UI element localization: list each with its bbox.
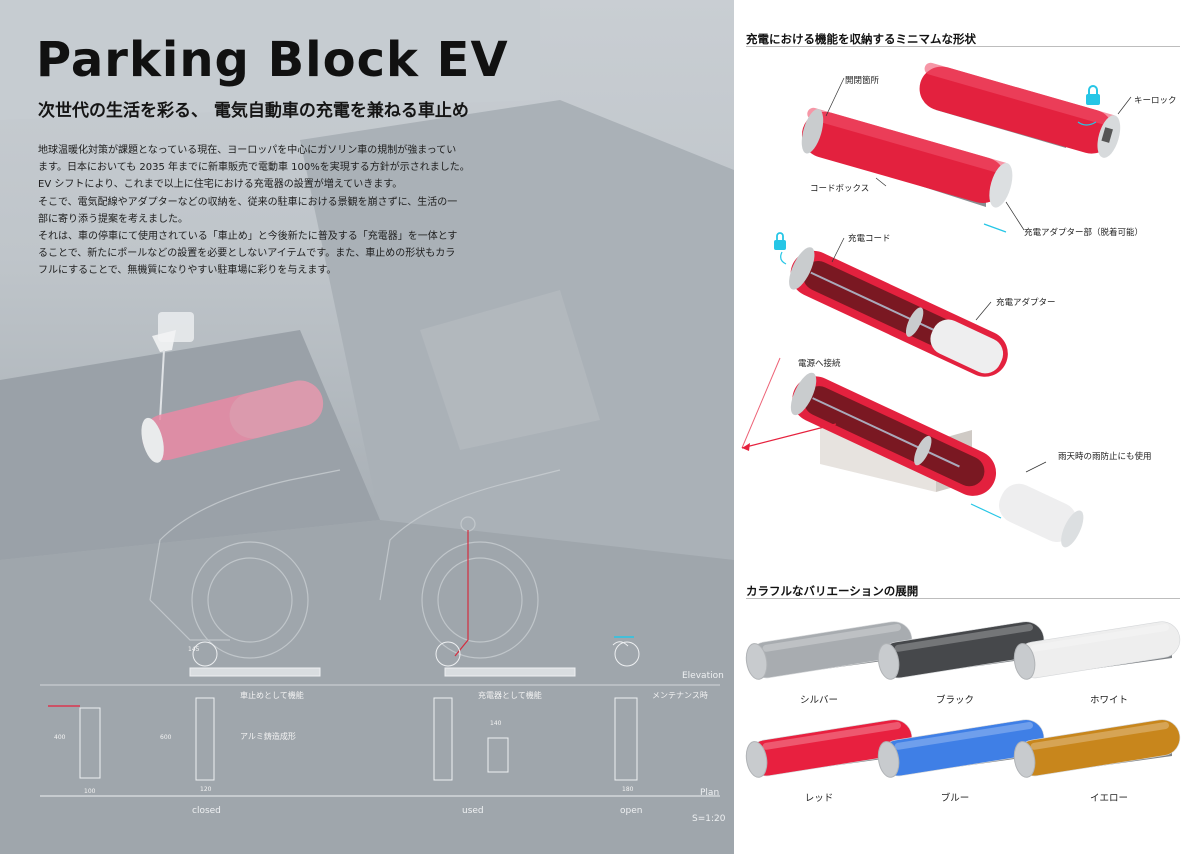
section-heading-function: 充電における機能を収納するミニマムな形状 <box>746 32 976 46</box>
description-line: 部に寄り添う提案を考えました。 <box>38 213 188 225</box>
callout-adapter-part: 充電アダプター部（脱着可能） <box>1024 228 1144 238</box>
callout-power: 電源へ接続 <box>798 359 841 369</box>
poster-panel: Parking Block EV 次世代の生活を彩る、 電気自動車の充電を兼ねる… <box>0 0 734 854</box>
dim-label: 180 <box>622 786 634 793</box>
description-line: それは、車の停車にて使用されている「車止め」と今後新たに普及する「充電器」を一体… <box>38 231 458 243</box>
elevation-view-label: Elevation <box>682 671 724 681</box>
block-connected-illustration <box>741 357 1084 548</box>
section-divider <box>746 46 1180 47</box>
function-diagram <box>741 62 1132 548</box>
caption-used: used <box>462 806 484 816</box>
description-line: ることで、新たにポールなどの設置を必要としないアイテムです。また、車止めの形状も… <box>38 248 456 260</box>
callout-opening: 開閉箇所 <box>845 76 880 86</box>
note-material: アルミ鋳造成形 <box>240 732 296 741</box>
description-line: EV シフトにより、これまで以上に住宅における充電器の設置が増えていきます。 <box>38 179 403 191</box>
description-line: 地球温暖化対策が課題となっている現在、ヨーロッパを中心にガソリン車の規制が強まっ… <box>38 145 457 156</box>
dim-label: 400 <box>54 734 66 741</box>
variant-label: ホワイト <box>1089 695 1128 706</box>
variant-label: レッド <box>804 793 834 804</box>
poster-description: 地球温暖化対策が課題となっている現在、ヨーロッパを中心にガソリン車の規制が強まっ… <box>38 142 474 280</box>
variant-block <box>745 621 913 680</box>
dim-label: 120 <box>200 786 212 793</box>
block-closed-illustration <box>801 62 1132 233</box>
variant-label: ブラック <box>935 695 974 706</box>
variant-block <box>877 719 1045 778</box>
variant-label: ブルー <box>940 793 970 804</box>
note-charger-function: 充電器として機能 <box>478 691 542 700</box>
dim-label: 600 <box>160 734 172 741</box>
callout-cord-box: コードボックス <box>810 184 870 194</box>
caption-open: open <box>620 806 643 816</box>
variant-block <box>877 621 1045 680</box>
variant-block <box>1013 621 1181 680</box>
caption-closed: closed <box>192 806 221 816</box>
scale-label: S=1:20 <box>692 814 726 824</box>
callout-key-lock: キーロック <box>1134 96 1177 106</box>
description-line: そこで、電気配線やアダプターなどの収納を、従来の駐車における景観を崩さずに、生活… <box>38 196 458 208</box>
callout-adapter: 充電アダプター <box>996 298 1056 308</box>
section-divider <box>746 598 1180 599</box>
dim-label: 140 <box>490 720 502 727</box>
poster-scene-illustration <box>0 0 734 854</box>
callout-rain: 雨天時の雨防止にも使用 <box>1058 452 1152 462</box>
poster-title: Parking Block EV <box>36 32 509 88</box>
note-stop-function: 車止めとして機能 <box>240 691 304 700</box>
variant-label: イエロー <box>1090 793 1128 804</box>
dim-label: 145 <box>188 646 200 653</box>
section-heading-variations: カラフルなバリエーションの展開 <box>746 584 919 598</box>
callout-cord: 充電コード <box>848 234 891 244</box>
poster-subtitle: 次世代の生活を彩る、 電気自動車の充電を兼ねる車止め <box>38 101 469 121</box>
variant-label: シルバー <box>799 695 838 706</box>
plan-view-label: Plan <box>700 788 720 798</box>
dim-label: 100 <box>84 788 96 795</box>
variant-block <box>745 719 913 778</box>
description-line: フルにすることで、無機質になりやすい駐車場に彩りを与えます。 <box>38 265 337 277</box>
variant-block <box>1013 719 1181 778</box>
color-variants-illustration <box>745 621 1181 778</box>
note-maintenance: メンテナンス時 <box>652 691 708 700</box>
block-open-illustration <box>774 232 1008 377</box>
description-line: ます。日本においても 2035 年までに新車販売で電動車 100%を実現する方針… <box>38 162 470 174</box>
